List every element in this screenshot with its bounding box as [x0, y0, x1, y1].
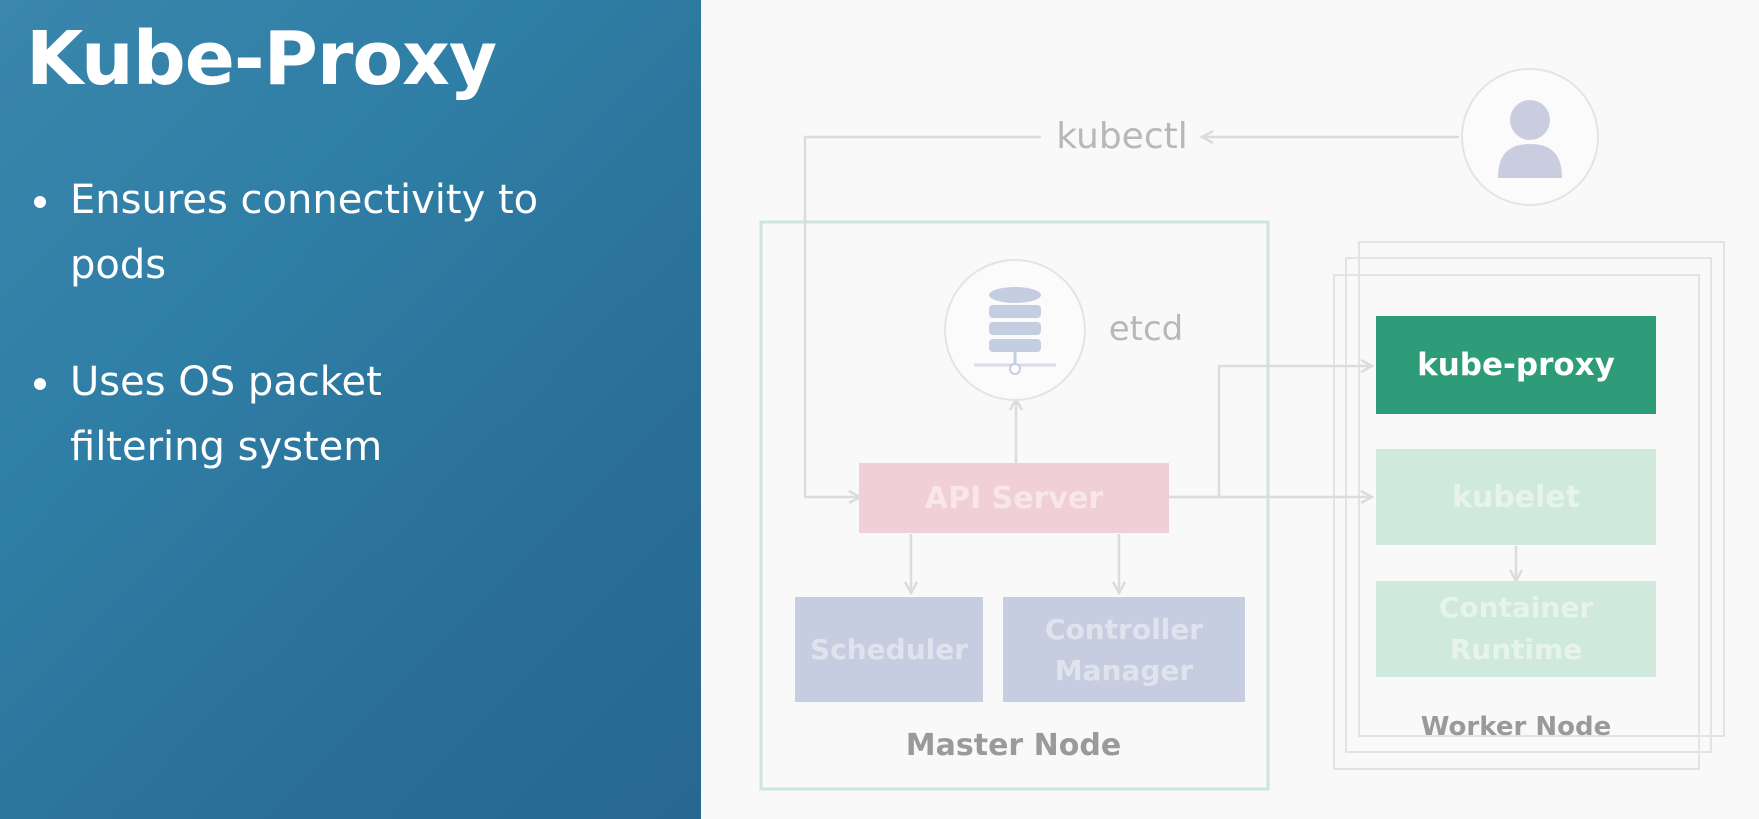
kube-proxy-box: kube-proxy	[1376, 316, 1656, 414]
diagram-connectors	[759, 0, 1725, 791]
api-to-kube-proxy-arrow	[1169, 366, 1371, 499]
master-node-frame	[759, 220, 1270, 791]
bullet-list: Ensures connectivity to pods Uses OS pac…	[30, 168, 670, 532]
master-node-label: Master Node	[905, 728, 1122, 763]
architecture-diagram: kubectl etcd API Server Scheduler Contro…	[701, 0, 1759, 819]
bullet-text: Ensures connectivity to pods	[70, 177, 539, 288]
database-icon	[974, 287, 1056, 375]
api-server-box: API Server	[859, 463, 1169, 533]
user-icon	[1498, 100, 1562, 178]
bullet-dot-icon	[34, 196, 46, 208]
bullet-dot-icon	[34, 378, 46, 390]
kubectl-to-api-arrow	[803, 135, 1041, 497]
kubelet-box: kubelet	[1376, 449, 1656, 545]
bullet-item: Uses OS packet filtering system	[30, 350, 540, 480]
kubectl-label: kubectl	[1056, 116, 1188, 157]
worker-node-frame	[1345, 257, 1712, 753]
user-avatar	[1461, 68, 1599, 206]
slide-title: Kube-Proxy	[26, 16, 497, 102]
controller-manager-box: Controller Manager	[1003, 597, 1245, 702]
scheduler-box: Scheduler	[795, 597, 983, 702]
bullet-item: Ensures connectivity to pods	[30, 168, 540, 298]
worker-node-frame	[1358, 241, 1725, 737]
worker-node-label: Worker Node	[1420, 712, 1612, 742]
title-panel: Kube-Proxy Ensures connectivity to pods …	[0, 0, 701, 819]
worker-node-frame	[1333, 274, 1700, 770]
container-runtime-box: Container Runtime	[1376, 581, 1656, 677]
bullet-text: Uses OS packet filtering system	[70, 359, 383, 470]
etcd-label: etcd	[1108, 309, 1184, 349]
etcd-circle	[944, 259, 1086, 401]
